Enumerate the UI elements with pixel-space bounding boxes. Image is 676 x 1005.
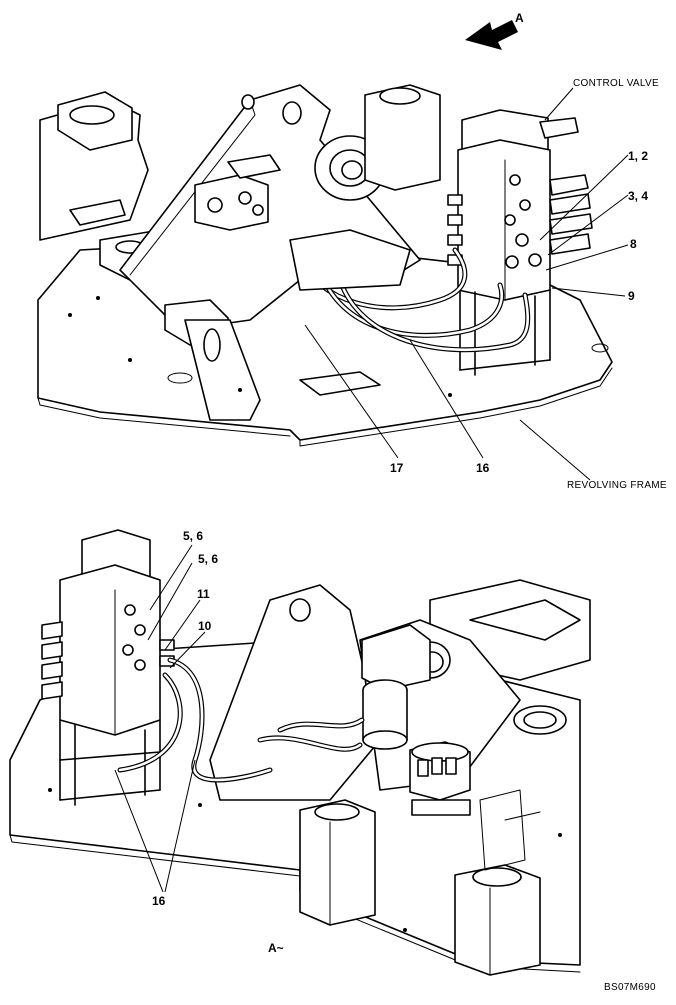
view-arrow-label: A [515,11,524,25]
hydraulic-hoses-bottom [117,657,365,783]
callout-9: 9 [628,289,635,303]
control-valve-label: CONTROL VALVE [573,78,659,89]
center-joint [409,741,471,816]
callout-5-6-a: 5, 6 [183,529,203,543]
callout-17: 17 [390,461,404,475]
callout-10: 10 [198,619,212,633]
front-box-right [454,864,541,976]
callout-3-4: 3, 4 [628,189,648,203]
leader-lines-top [304,87,629,481]
view-a-label: A~ [268,941,284,955]
pilot-valve-block [194,174,269,231]
callout-8: 8 [630,237,637,251]
revolving-frame-label: REVOLVING FRAME [567,480,667,491]
tank-box-top [364,84,441,191]
bottom-view-drawing [9,529,591,976]
callout-1-2: 1, 2 [628,149,648,163]
control-valve [447,109,593,376]
front-box-left [299,799,376,926]
drawing-code: BS07M690 [604,982,656,993]
leader-lines-bottom [114,544,206,893]
callout-16-bottom: 16 [152,894,166,908]
callout-5-6-b: 5, 6 [198,552,218,566]
callout-16-top: 16 [476,461,490,475]
view-direction-arrow [465,20,518,50]
callout-11: 11 [197,587,210,601]
swing-motor [361,624,431,750]
top-view-drawing [37,20,629,481]
